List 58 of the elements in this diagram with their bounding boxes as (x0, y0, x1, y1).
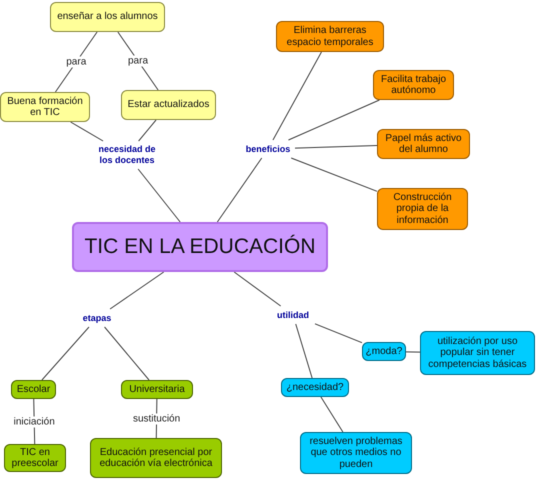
connector-line (272, 52, 322, 140)
connector-line (295, 324, 313, 378)
concept-text: Educación presencial por educación vía electrónica (98, 446, 214, 470)
connector-line (138, 120, 157, 142)
concept-box (276, 21, 384, 52)
concept-text: Papel más activo del alumno (384, 132, 463, 156)
concept-text: enseñar a los alumnos (57, 11, 158, 23)
connector-line (104, 326, 150, 380)
concept-text: TIC en preescolar (10, 446, 60, 470)
connector-line (320, 396, 344, 432)
concept-box (377, 129, 470, 159)
connector-line (138, 168, 181, 222)
concept-box (281, 378, 349, 397)
concept-text: Universitaria (129, 384, 185, 396)
concept-box (50, 2, 165, 32)
concept-text: Estar actualizados (128, 99, 210, 111)
concept-box (362, 342, 406, 361)
linking-phrase: etapas (80, 312, 114, 324)
connector-line (406, 351, 420, 353)
concept-text: Construcción propia de la información (392, 192, 453, 226)
concept-text: ¿necesidad? (286, 382, 344, 394)
connector-line (234, 272, 282, 306)
connector-line (294, 145, 378, 149)
concept-box (420, 331, 535, 375)
concept-box (90, 438, 222, 478)
concept-text: utilización por uso popular sin tener competencias básicas (427, 336, 528, 370)
connector-line (288, 100, 380, 140)
main-concept-box (72, 222, 328, 272)
connector-line (290, 158, 378, 192)
edge-label: para (65, 56, 88, 68)
connector-line (117, 32, 159, 90)
concept-text: resuelven problemas que otros medios no pueden (308, 436, 404, 470)
connector-line (314, 323, 362, 344)
concept-text: Buena formación en TIC (6, 96, 84, 118)
edge-label: iniciación (12, 416, 56, 427)
concept-text: TIC EN LA EDUCACIÓN (84, 235, 316, 259)
concept-box (373, 70, 454, 100)
connector-line (110, 272, 164, 310)
concept-box (11, 380, 56, 399)
connector-line (216, 158, 262, 222)
concept-text: Elimina barreras espacio temporales (286, 25, 374, 48)
connector-line (41, 326, 90, 380)
concept-box (121, 90, 216, 120)
concept-text: Facilita trabajo autónomo (380, 74, 448, 96)
linking-phrase: necesidad de los docentes (92, 144, 162, 166)
concept-box (377, 188, 468, 230)
linking-phrase: utilidad (274, 309, 312, 321)
connector-line (70, 122, 104, 142)
concept-box (4, 444, 66, 472)
concept-box (300, 432, 412, 474)
concept-box (0, 92, 90, 122)
edge-label: sustitución (132, 413, 182, 424)
concept-text: ¿moda? (366, 346, 402, 358)
edge-label: para (127, 56, 149, 66)
concept-text: Escolar (16, 384, 50, 396)
linking-phrase: beneficios (244, 143, 292, 155)
connector-line (54, 32, 98, 92)
concept-box (121, 380, 193, 399)
